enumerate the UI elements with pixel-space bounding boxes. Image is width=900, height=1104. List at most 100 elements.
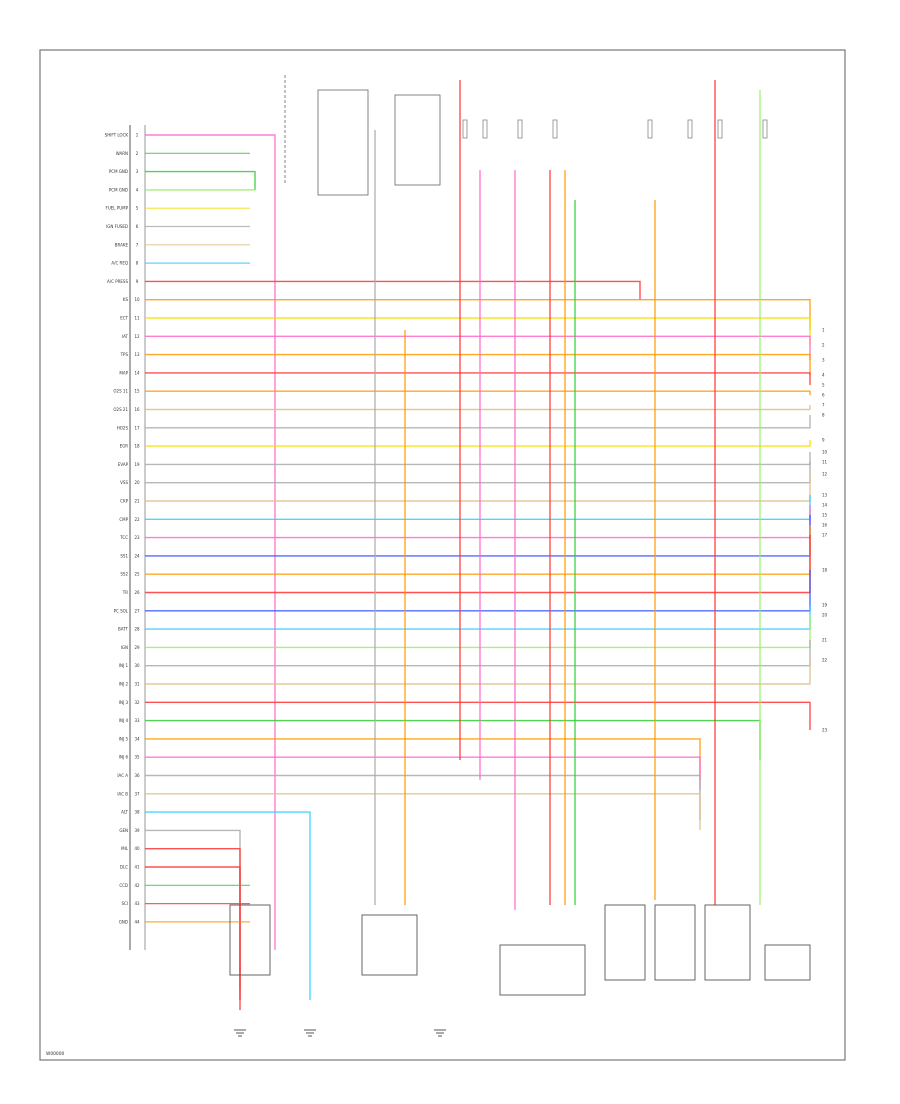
wire [145,830,240,990]
terminal-number: 2 [822,343,825,348]
pin-number: 17 [134,425,140,430]
wire [145,525,810,574]
component-box [655,905,695,980]
pin-number: 44 [134,919,140,924]
pin-label: INJ 5 [119,736,129,741]
pin-number: 18 [134,444,140,449]
wire [145,849,240,1000]
wire [145,570,810,611]
pin-label: O2S 11 [113,389,128,394]
terminal-number: 13 [822,493,828,498]
wire [145,415,810,428]
pin-number: 19 [134,462,140,467]
pin-number: 13 [134,352,140,357]
terminal-number: 17 [822,533,828,538]
pin-number: 40 [134,846,140,851]
pin-number: 37 [134,791,140,796]
pin-number: 8 [136,261,139,266]
pin-label: BRAKE [115,242,129,247]
terminal-number: 11 [822,460,828,465]
pin-label: BATT [118,627,129,632]
pin-label: SCI [121,901,128,906]
pin-label: INJ 3 [119,700,129,705]
pin-label: TCC [119,535,128,540]
pin-label: PC SOL [114,608,129,613]
wire [145,640,810,666]
pin-label: GEN [119,828,128,833]
wire [145,355,810,375]
pin-label: IGN FUSED [106,224,128,229]
pin-number: 28 [134,627,140,632]
pin-label: EGR [120,444,129,449]
component-box [500,945,585,995]
fuse-icon [718,120,722,138]
pin-number: 16 [134,407,140,412]
pin-label: CCD [119,883,128,888]
pin-number: 30 [134,663,140,668]
wire [145,300,810,330]
pin-number: 21 [134,499,140,504]
pin-number: 4 [136,187,139,192]
terminal-number: 16 [822,523,828,528]
pin-number: 25 [134,572,140,577]
pin-label: CMP [119,517,128,522]
pin-number: 34 [134,736,140,741]
wire [145,495,810,519]
pin-number: 27 [134,608,140,613]
pin-label: WARN [116,151,128,156]
pin-label: IGN [121,645,128,650]
pin-label: A/C PRESS [107,279,128,284]
pin-label: INJ 4 [119,718,129,723]
pin-label: INJ 2 [119,682,129,687]
pin-number: 35 [134,755,140,760]
pin-number: 1 [136,133,139,138]
pin-label: SHIFT LOCK [105,133,129,138]
pin-number: 32 [134,700,140,705]
pin-number: 29 [134,645,140,650]
pin-number: 10 [134,297,140,302]
pin-label: SS1 [120,553,128,558]
pin-label: INJ 6 [119,755,129,760]
fuse-icon [648,120,652,138]
fuse-icon [518,120,522,138]
pin-number: 43 [134,901,140,906]
component-box [765,945,810,980]
pin-number: 12 [134,334,140,339]
wire [145,615,810,647]
pin-number: 33 [134,718,140,723]
pin-number: 9 [136,279,139,284]
fuse-icon [688,120,692,138]
wire [145,172,255,190]
wire [145,373,810,385]
fuse-icon [463,120,467,138]
switch-box [395,95,440,185]
pin-number: 7 [136,242,139,247]
pin-number: 26 [134,590,140,595]
pin-number: 22 [134,517,140,522]
wire [145,739,700,780]
terminal-number: 8 [822,413,825,418]
pin-label: SS2 [120,572,128,577]
pin-number: 6 [136,224,139,229]
wire [145,405,810,410]
pin-number: 41 [134,865,140,870]
ground-icon [304,1030,316,1036]
pin-label: MAP [119,370,128,375]
terminal-number: 3 [822,358,825,363]
pin-number: 20 [134,480,140,485]
diagram-border [40,50,845,1060]
terminal-number: 20 [822,613,828,618]
terminal-number: 19 [822,603,828,608]
pin-label: IAC B [117,791,128,796]
component-box [362,915,417,975]
pin-number: 3 [136,169,139,174]
ground-icon [234,1030,246,1036]
pin-number: 2 [136,151,139,156]
pin-label: VSS [120,480,128,485]
fuse-icon [763,120,767,138]
pin-number: 42 [134,883,140,888]
fuse-icon [483,120,487,138]
pin-label: DLC [120,865,128,870]
